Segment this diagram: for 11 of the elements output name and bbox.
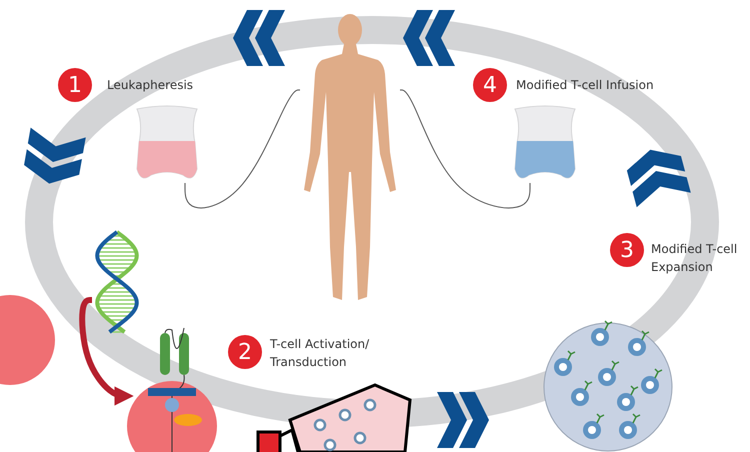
curved-arrow [79,297,134,406]
step-label: Modified T-cell Infusion [516,77,654,94]
step-number-badge: 3 [610,233,644,267]
iv-tube [184,90,300,208]
step-label: Leukapheresis [107,77,194,94]
iv-tube [400,90,530,208]
step-number-badge: 2 [228,335,262,369]
step-label: T-cell Activation/ Transduction [270,336,370,371]
step-number-badge: 4 [473,68,507,102]
step-label: Modified T-cell Expansion [651,241,738,276]
step-number-badge: 1 [58,68,92,102]
